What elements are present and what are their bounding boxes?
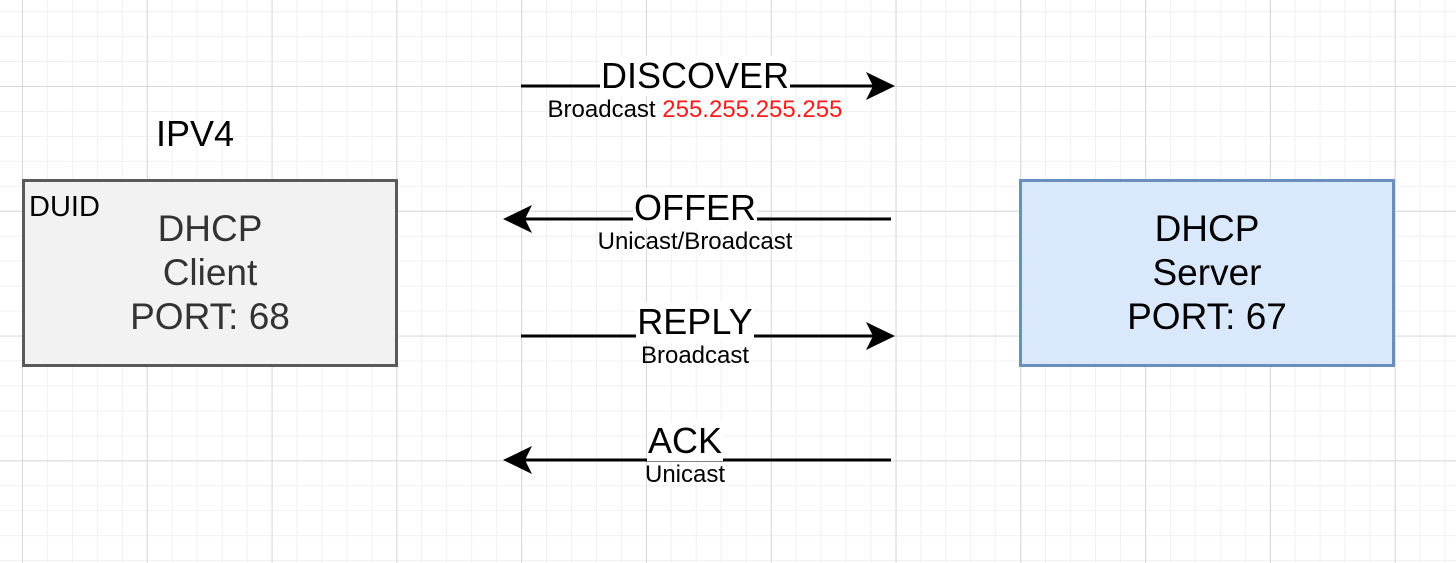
dhcp-client-node[interactable]: DHCP Client PORT: 68 xyxy=(22,179,398,367)
dhcp-server-node[interactable]: DHCP Server PORT: 67 xyxy=(1019,179,1395,367)
server-title: DHCP xyxy=(1154,208,1260,249)
discover-message: DISCOVER Broadcast 255.255.255.255 xyxy=(530,56,860,124)
client-role: Client xyxy=(162,252,258,293)
ack-arrowhead-icon xyxy=(503,446,532,474)
reply-label: REPLY xyxy=(636,301,754,342)
server-role: Server xyxy=(1152,252,1262,293)
protocol-label: IPV4 xyxy=(155,113,235,154)
reply-mode: Broadcast xyxy=(640,342,750,369)
broadcast-address: 255.255.255.255 xyxy=(662,96,843,123)
ack-message: ACK Unicast xyxy=(530,421,840,489)
discover-mode: Broadcast xyxy=(547,96,656,123)
discover-delivery: Broadcast 255.255.255.255 xyxy=(530,96,860,124)
client-title: DHCP xyxy=(157,208,263,249)
duid-label: DUID xyxy=(29,191,100,223)
ack-mode: Unicast xyxy=(644,461,726,488)
reply-message: REPLY Broadcast xyxy=(530,302,860,370)
discover-label: DISCOVER xyxy=(599,55,791,96)
discover-arrowhead-icon xyxy=(866,72,895,100)
offer-arrowhead-icon xyxy=(503,205,532,233)
offer-mode: Unicast/Broadcast xyxy=(597,228,793,255)
client-port: PORT: 68 xyxy=(130,296,290,337)
offer-message: OFFER Unicast/Broadcast xyxy=(530,188,860,256)
offer-label: OFFER xyxy=(633,187,757,228)
reply-arrowhead-icon xyxy=(866,322,895,350)
server-port: PORT: 67 xyxy=(1127,296,1287,337)
ack-label: ACK xyxy=(646,420,724,461)
